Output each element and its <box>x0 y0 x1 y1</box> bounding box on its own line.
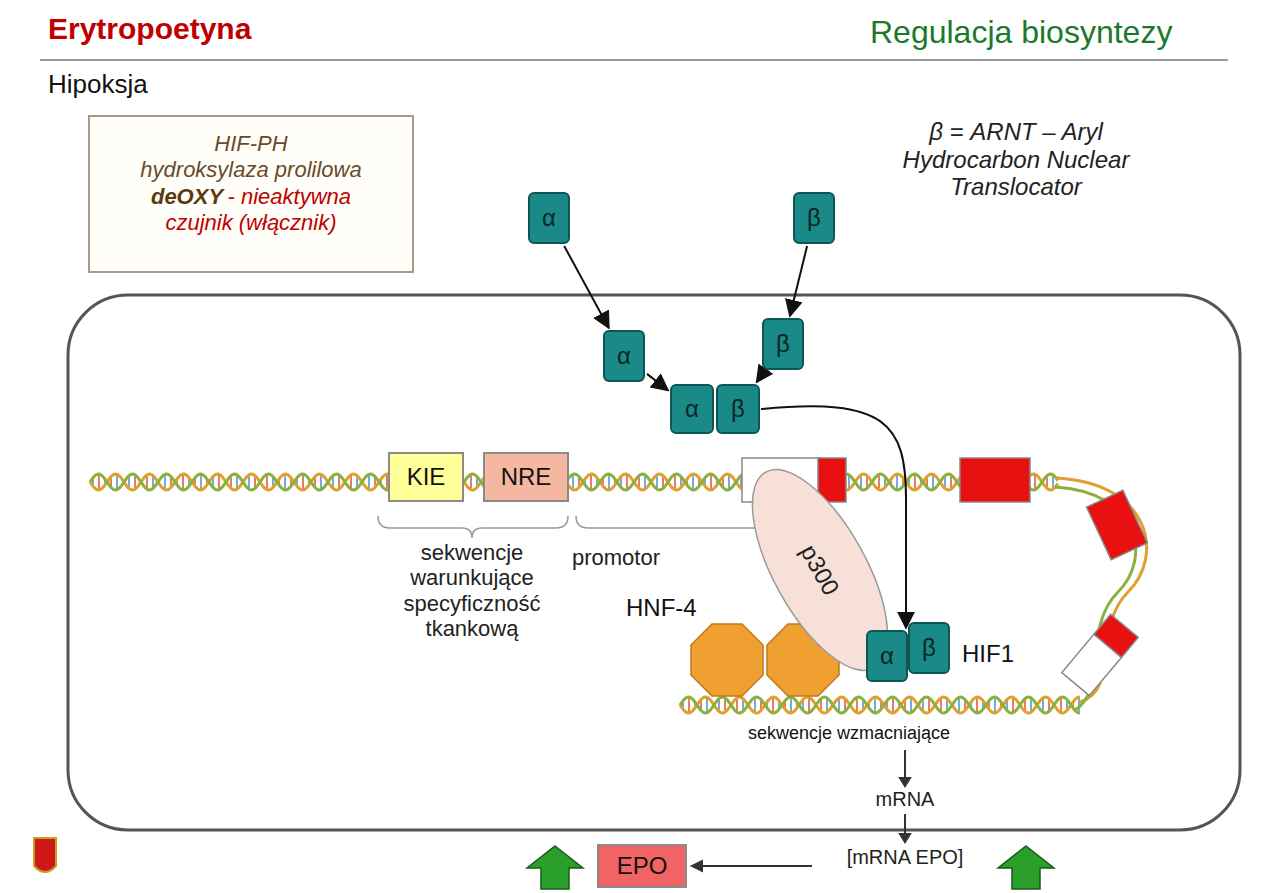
info-text: deOXY <box>151 184 223 209</box>
emblem <box>34 838 56 872</box>
epo-box: EPO <box>597 844 687 888</box>
hif-alpha-box: α <box>866 630 908 682</box>
hif-beta-box: β <box>793 192 835 244</box>
region-label: sekwencje warunkujące specyficzność tkan… <box>388 540 556 641</box>
info-text: czujnik (włącznik) <box>98 210 404 236</box>
box-label: β <box>807 204 821 232</box>
cell-outline <box>68 295 1240 830</box>
box-label: β <box>922 634 936 662</box>
factor-label: HIF1 <box>962 640 1014 668</box>
info-text: hydroksylaza prolilowa <box>98 157 404 183</box>
hif-beta-box: β <box>908 622 950 674</box>
arrow-connector <box>757 372 764 382</box>
info-text: - nieaktywna <box>228 184 352 209</box>
box-label: α <box>685 395 699 423</box>
dna-loop <box>1055 478 1147 710</box>
box-label: α <box>880 642 894 670</box>
arrow-connector <box>564 246 609 328</box>
page-title: Erytropoetyna <box>48 12 251 47</box>
box-label: α <box>617 342 631 370</box>
arrow-connector <box>647 374 668 390</box>
product-label: mRNA <box>845 788 965 811</box>
box-label: β <box>731 395 745 423</box>
hif-alpha-box: α <box>528 192 570 244</box>
region-label: promotor <box>572 545 660 570</box>
box-label: KIE <box>407 463 446 491</box>
hif-beta-box: β <box>762 318 804 370</box>
subtitle: Regulacja biosyntezy <box>870 14 1172 51</box>
info-text: HIF-PH <box>98 131 404 157</box>
condition-label: Hipoksja <box>48 70 148 100</box>
info-box: HIF-PHhydroksylaza prolilowadeOXY - niea… <box>88 115 414 273</box>
arrow-connector <box>790 246 807 316</box>
dna-helix <box>90 474 1080 713</box>
nre-element: NRE <box>483 452 569 502</box>
box-label: EPO <box>617 852 668 880</box>
box-label: β <box>776 330 790 358</box>
kie-element: KIE <box>388 452 464 502</box>
brackets <box>378 516 755 538</box>
hif-alpha-box: α <box>670 384 714 434</box>
hif-alpha-box: α <box>603 330 645 382</box>
factor-label: HNF-4 <box>626 594 697 622</box>
region-label: sekwencje wzmacniające <box>746 723 952 744</box>
hif-beta-box: β <box>716 384 760 434</box>
product-label: [mRNA EPO] <box>815 846 995 869</box>
box-label: NRE <box>501 463 552 491</box>
header-rule <box>40 59 1228 61</box>
box-label: α <box>542 204 556 232</box>
note: β = ARNT – Aryl Hydrocarbon Nuclear Tran… <box>866 118 1166 201</box>
